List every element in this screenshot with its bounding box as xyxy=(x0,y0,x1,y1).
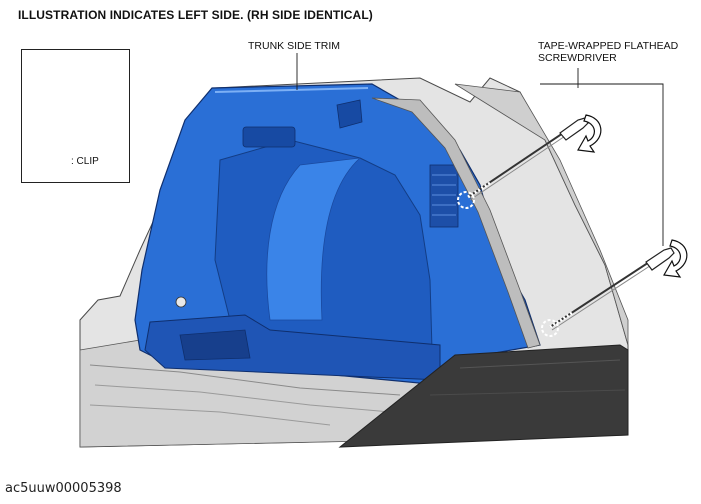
leader-lines xyxy=(296,53,664,246)
screwdriver-label: TAPE-WRAPPED FLATHEAD SCREWDRIVER xyxy=(538,40,678,64)
pillar-trim-strip xyxy=(371,97,541,349)
screwdriver-upper xyxy=(457,114,602,209)
screwdriver-label-line1: TAPE-WRAPPED FLATHEAD xyxy=(538,40,679,52)
clip-inset-box: : CLIP xyxy=(21,49,130,183)
clip-marker-upper xyxy=(457,191,475,209)
screwdriver-label-line2: SCREWDRIVER xyxy=(538,52,617,64)
trim-vent-grille xyxy=(429,164,459,228)
trunk-side-trim xyxy=(134,83,541,386)
illustration-note: ILLUSTRATION INDICATES LEFT SIDE. (RH SI… xyxy=(18,8,373,22)
clip-marker-lower xyxy=(541,319,559,337)
rotation-arrow-upper xyxy=(577,114,602,153)
figure-id: ac5uuw00005398 xyxy=(5,481,122,496)
rotation-arrow-lower xyxy=(663,239,688,278)
clip-legend-label: : CLIP xyxy=(71,156,99,167)
luggage-floor-board xyxy=(338,344,629,448)
screwdriver-lower xyxy=(541,239,688,337)
trunk-side-trim-label: TRUNK SIDE TRIM xyxy=(248,40,340,52)
